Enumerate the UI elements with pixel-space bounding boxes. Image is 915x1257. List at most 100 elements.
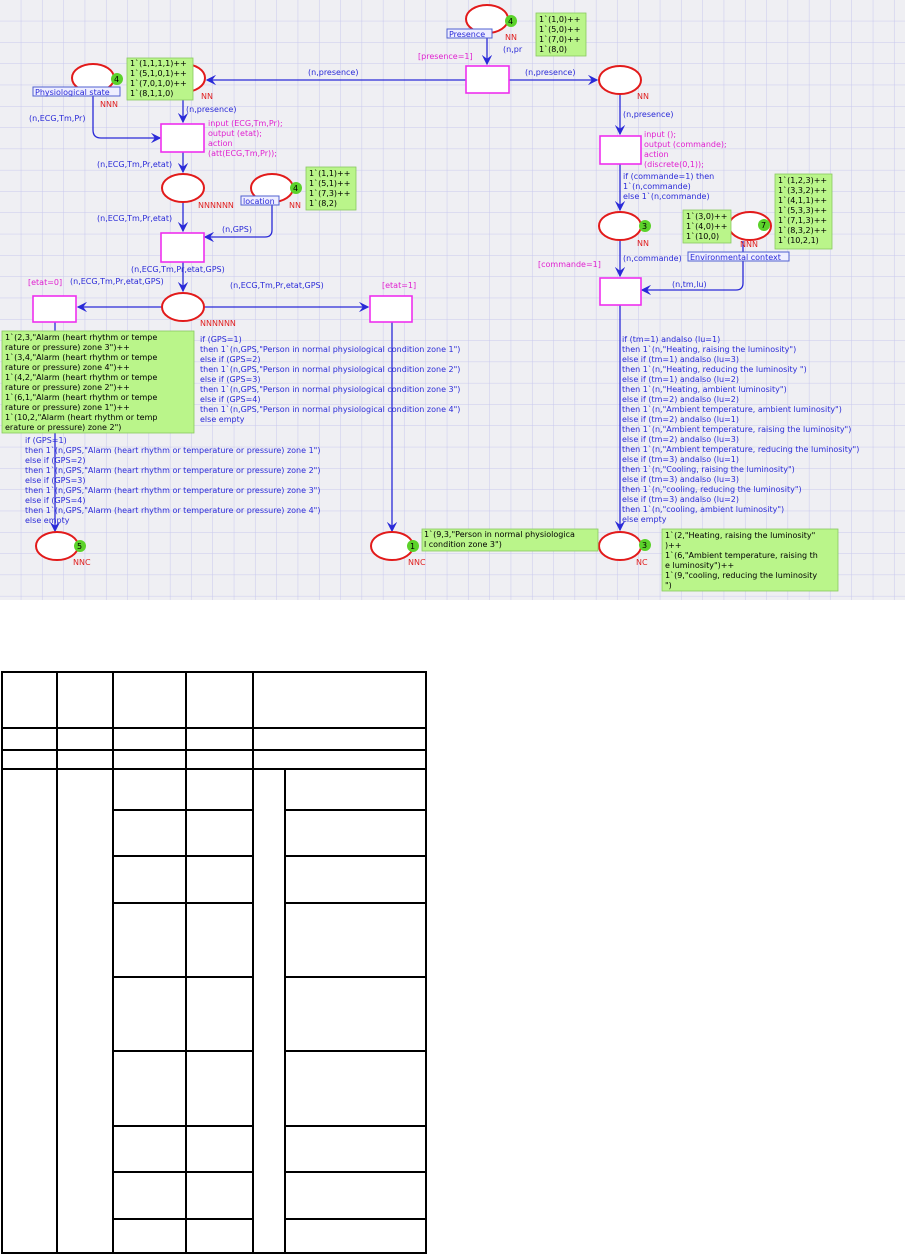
place-presence-right[interactable] [598,65,642,95]
text-line: then 1`(n,GPS,"Person in normal physiolo… [200,384,460,394]
text-line: input (ECG,Tm,Pr); [208,119,283,128]
arc-label: (n,ECG,Tm,Pr,etat,GPS) [70,277,164,286]
text-line: 1`(5,3,3)++ [778,205,827,215]
text-line: else if (GPS=3) [200,375,261,384]
text-line: if (GPS=1) [200,335,242,344]
text-line: 1`(4,1,1)++ [778,195,827,205]
text-line: else if (tm=3) andalso (lu=1) [622,455,739,464]
text-line: 1`(10,0) [686,231,719,241]
type-label: NN [637,92,649,101]
text-line: then 1`(n,GPS,"Person in normal physiolo… [200,404,460,414]
text-line: if (commande=1) then [623,172,714,181]
text-line: 1`(9,"cooling, reducing the luminosity [665,570,817,580]
type-label: NNN [100,100,118,109]
svg-text:3: 3 [642,222,647,231]
text-line: else if (tm=3) andalso (lu=3) [622,475,739,484]
type-label: NN [289,201,301,210]
marking-env-context: 1`(1,2,3)++1`(3,3,2)++1`(4,1,1)++1`(5,3,… [774,173,833,250]
transition-alarm[interactable] [32,295,77,323]
text-line: 1`(3,0)++ [686,211,727,221]
guard-etat1: [etat=1] [382,281,416,290]
text-line: 1`(6,"Ambient temperature, raising th [665,550,818,560]
text-line: 1`(1,2,3)++ [778,175,827,185]
text-line: 1`(9,3,"Person in normal physiologica [424,529,575,539]
text-line: then 1`(n,GPS,"Person in normal physiolo… [200,344,460,354]
text-line: 1`(7,1,3)++ [778,215,827,225]
text-line: if (tm=1) andalso (lu=1) [622,335,720,344]
text-line: 1`(3,3,2)++ [778,185,827,195]
text-line: 1`(4,0)++ [686,221,727,231]
svg-text:4: 4 [114,75,119,84]
fusion-label-env-context: Environmental context [690,253,781,262]
text-line: then 1`(n,GPS,"Alarm (heart rhythm or te… [25,465,320,475]
arc-expression-env: if (tm=1) andalso (lu=1)then 1`(n,"Heati… [622,335,859,524]
cpn-diagram: NNN NN NN NN NNNNNN NN NNNNNN NN NNN NNC… [0,0,905,600]
text-line: else if (tm=1) andalso (lu=3) [622,355,739,364]
marking-physiological-state: 1`(1,1,1,1)++1`(5,1,0,1)++1`(7,0,1,0)++1… [126,57,194,101]
text-line: else empty [622,515,667,524]
text-line: input (); [644,130,676,139]
arc-label: (n,ECG,Tm,Pr,etat) [97,214,172,223]
svg-text:7: 7 [761,221,766,230]
svg-text:4: 4 [293,184,298,193]
svg-text:1`(1,1)++1`(5,1)++1`(7,3)++1`(: 1`(1,1)++1`(5,1)++1`(7,3)++1`(8,2) [309,168,350,208]
text-line: then 1`(n,"Heating, raising the luminosi… [622,344,796,354]
text-line: else empty [25,516,70,525]
text-line: action [208,139,233,148]
code-segment-att: input (ECG,Tm,Pr);output (etat);action(a… [208,119,283,158]
text-line: 1`(8,1,1,0) [130,88,173,98]
transition-att[interactable] [160,123,205,153]
text-line: then 1`(n,"Cooling, raising the luminosi… [622,464,795,474]
text-line: 1`(1,0)++ [539,14,580,24]
text-line: (att(ECG,Tm,Pr)); [208,149,277,158]
text-line: 1`(7,0)++ [539,34,580,44]
fusion-label-location: location [243,197,275,206]
arc-expression-alarm: if (GPS=1)then 1`(n,GPS,"Alarm (heart rh… [25,436,320,525]
arc-label: (n,presence) [525,68,575,77]
type-label: NNC [408,558,426,567]
text-line: then 1`(n,"Heating, ambient luminosity") [622,384,787,394]
text-line: erature or pressure) zone 2") [5,423,121,432]
svg-text:1`(1,2,3)++1`(3,3,2)++1`(4,1,1: 1`(1,2,3)++1`(3,3,2)++1`(4,1,1)++1`(5,3,… [778,175,827,245]
guard-commande: [commande=1] [538,260,601,269]
arc-label: (n,tm,lu) [672,280,707,289]
text-line: 1`(10,2,1) [778,235,819,245]
text-line: 1`(5,0)++ [539,24,580,34]
text-line: action [644,150,669,159]
place-state-gps[interactable] [161,292,205,322]
transition-gps[interactable] [160,232,205,263]
text-line: then 1`(n,"Ambient temperature, ambient … [622,404,842,414]
text-line: 1`(6,1,"Alarm (heart rhythm or tempe [5,392,157,402]
text-line: then 1`(n,GPS,"Alarm (heart rhythm or te… [25,505,320,515]
text-line: else if (tm=2) andalso (lu=1) [622,415,739,424]
transition-discrete[interactable] [599,135,642,165]
place-state[interactable] [161,173,205,203]
transition-normal[interactable] [369,295,413,323]
text-line: then 1`(n,GPS,"Person in normal physiolo… [200,364,460,374]
svg-text:4: 4 [508,17,513,26]
text-line: else if (tm=3) andalso (lu=2) [622,495,739,504]
arc-label: (n,ECG,Tm,Pr,etat,GPS) [131,265,225,274]
arcs [49,36,744,533]
text-line: else if (GPS=4) [25,496,86,505]
text-line: then 1`(n,"cooling, ambient luminosity") [622,504,784,514]
arc-label: (n,presence) [186,105,236,114]
transition-presence[interactable] [465,65,510,94]
arc-label: (n,ECG,Tm,Pr,etat) [97,160,172,169]
text-line: then 1`(n,"Ambient temperature, reducing… [622,444,859,454]
arc-expression-normal: if (GPS=1)then 1`(n,GPS,"Person in norma… [200,335,460,424]
text-line: ") [665,581,672,590]
text-line: 1`(2,"Heating, raising the luminosity" [665,530,815,540]
marking-env-out: 1`(2,"Heating, raising the luminosity")+… [661,528,839,592]
arc-label: (n,ECG,Tm,Pr) [29,114,85,123]
arc-label: (n,GPS) [222,225,252,234]
token-count-badges: 4 4 4 3 7 5 1 3 [74,15,770,552]
type-label: NN [637,239,649,248]
text-line: else if (GPS=4) [200,395,261,404]
text-line: 1`(8,2) [309,198,337,208]
arc-label: (n,presence) [623,110,673,119]
transition-env[interactable] [599,277,642,306]
text-line: else if (tm=2) andalso (lu=2) [622,395,739,404]
text-line: 1`(8,3,2)++ [778,225,827,235]
